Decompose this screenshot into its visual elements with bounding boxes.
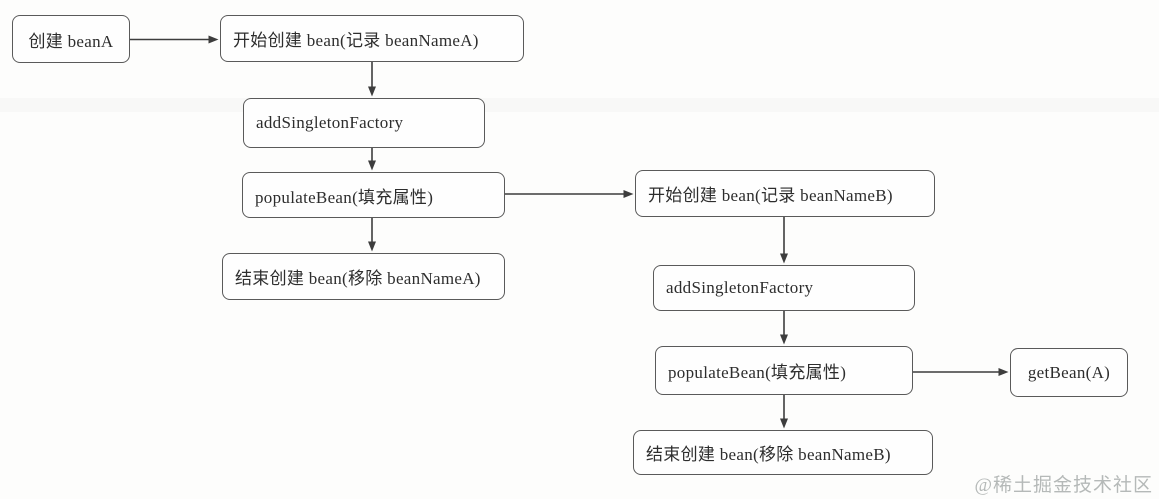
node-a-add-singleton-factory: addSingletonFactory: [243, 98, 485, 148]
node-a-end-create-bean: 结束创建 bean(移除 beanNameA): [222, 253, 505, 300]
node-b-populate-bean: populateBean(填充属性): [655, 346, 913, 395]
node-b-add-singleton-factory: addSingletonFactory: [653, 265, 915, 311]
node-b-end-create-bean: 结束创建 bean(移除 beanNameB): [633, 430, 933, 475]
node-get-bean-a: getBean(A): [1010, 348, 1128, 397]
node-a-populate-bean: populateBean(填充属性): [242, 172, 505, 218]
node-a-start-create-bean: 开始创建 bean(记录 beanNameA): [220, 15, 524, 62]
node-create-beana: 创建 beanA: [12, 15, 130, 63]
node-b-start-create-bean: 开始创建 bean(记录 beanNameB): [635, 170, 935, 217]
watermark-juejin-community: @稀土掘金技术社区: [974, 475, 1153, 496]
